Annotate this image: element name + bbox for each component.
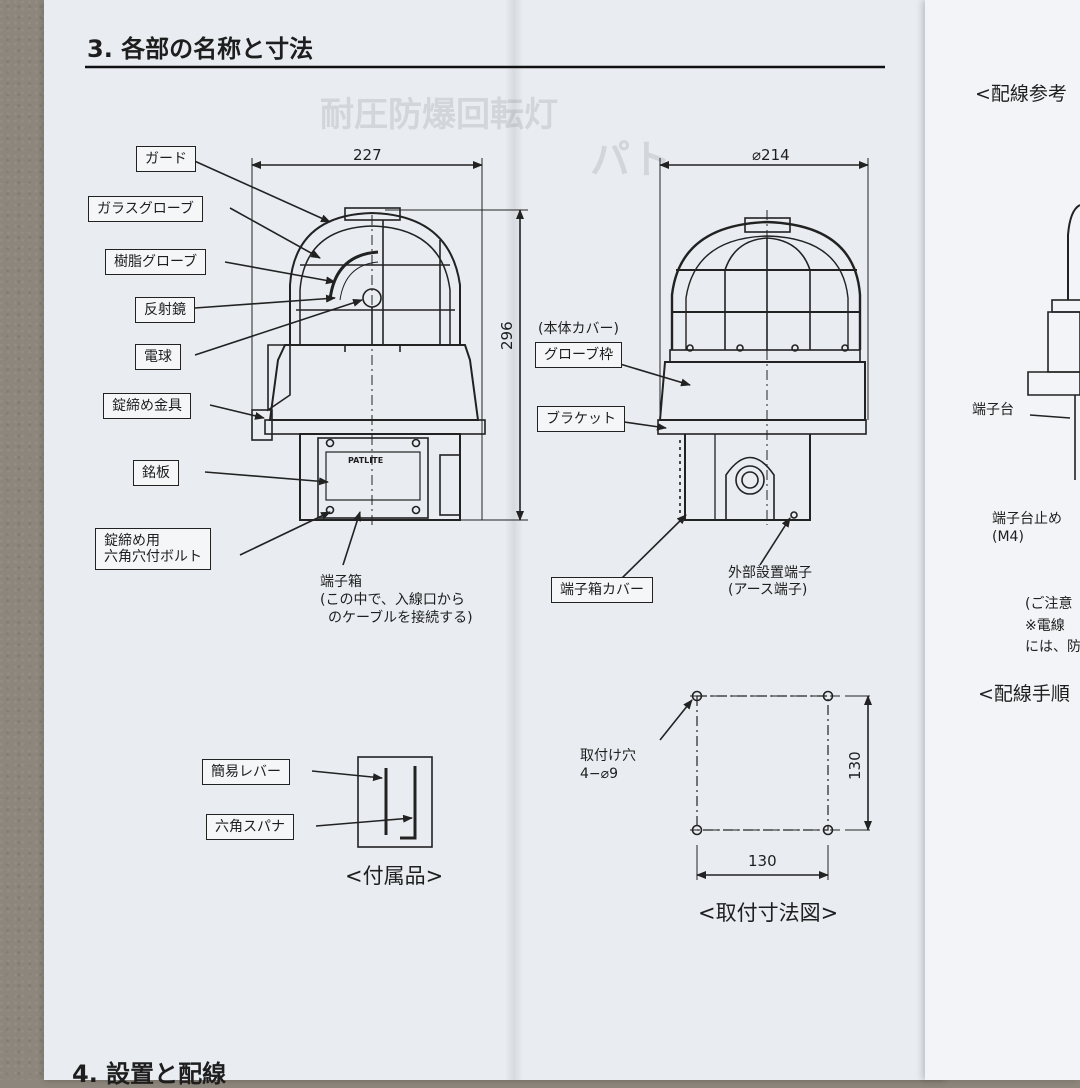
label-body-cover: (本体カバー) [538, 321, 619, 337]
label-terminal-block: 端子台 [972, 402, 1014, 418]
label-reflector: 反射鏡 [135, 297, 195, 324]
nameplate-brand: PATLITE [348, 456, 384, 465]
label-resin-globe: 樹脂グローブ [105, 249, 207, 276]
next-section-title: 4. 設置と配線 [72, 1060, 227, 1088]
label-lock-bracket: 錠締め金具 [103, 393, 191, 420]
label-globe-frame: グローブ枠 [535, 342, 623, 369]
label-easy-lever: 簡易レバー [202, 759, 290, 786]
dim-296: 296 [498, 321, 516, 350]
label-hex-bolt: 錠締め用 六角穴付ボルト [95, 528, 211, 571]
wiring-steps-title: <配線手順 [978, 683, 1070, 705]
dim-130-h: 130 [748, 852, 777, 870]
mounting-caption: <取付寸法図> [698, 901, 839, 925]
accessories-caption: <付属品> [345, 864, 444, 888]
label-external-terminal: 外部設置端子 (アース端子) [728, 565, 812, 598]
label-nameplate: 銘板 [133, 460, 179, 487]
label-terminal-screw: 端子台止め (M4) [992, 511, 1062, 546]
label-guard: ガード [136, 146, 196, 173]
bleed-through-text-2: パト [590, 137, 672, 183]
label-hex-spanner: 六角スパナ [206, 814, 294, 841]
label-terminal-box: 端子箱 (この中で、入線口から のケーブルを接続する) [320, 574, 473, 627]
label-mounting-holes: 取付け穴 4−⌀9 [580, 748, 636, 782]
bleed-through-text: 耐圧防爆回転灯 [320, 95, 558, 135]
label-bracket: ブラケット [537, 406, 625, 433]
dim-227: 227 [353, 146, 382, 164]
label-bulb: 電球 [135, 344, 181, 371]
wiring-reference-title: <配線参考 [975, 83, 1067, 105]
label-glass-globe: ガラスグローブ [88, 196, 203, 223]
notes-fragment: (ご注意 ※電線 には、防 [1025, 596, 1080, 656]
label-terminal-box-cover: 端子箱カバー [551, 577, 653, 604]
dim-214: ⌀214 [752, 146, 790, 164]
section-title: 3. 各部の名称と寸法 [87, 35, 314, 63]
dim-130-v: 130 [846, 751, 864, 780]
manual-page-right [925, 0, 1080, 1080]
